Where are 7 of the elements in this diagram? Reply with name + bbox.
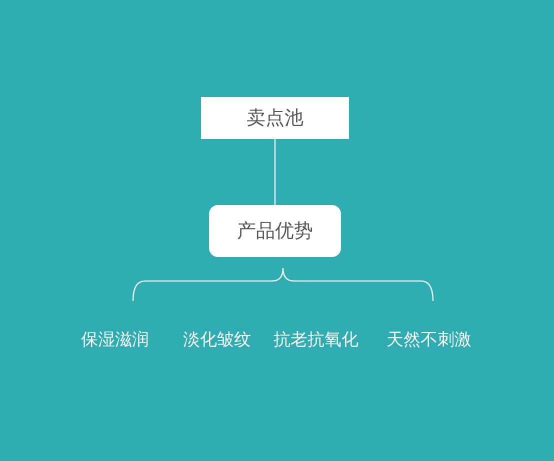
item-label: 淡化皱纹	[183, 329, 251, 351]
item-label: 天然不刺激	[386, 329, 472, 351]
title-box: 卖点池	[201, 97, 349, 139]
item-label: 保湿滋润	[81, 329, 149, 351]
connector-line	[274, 139, 276, 205]
item-label: 抗老抗氧化	[274, 329, 358, 351]
category-box: 产品优势	[209, 205, 341, 257]
